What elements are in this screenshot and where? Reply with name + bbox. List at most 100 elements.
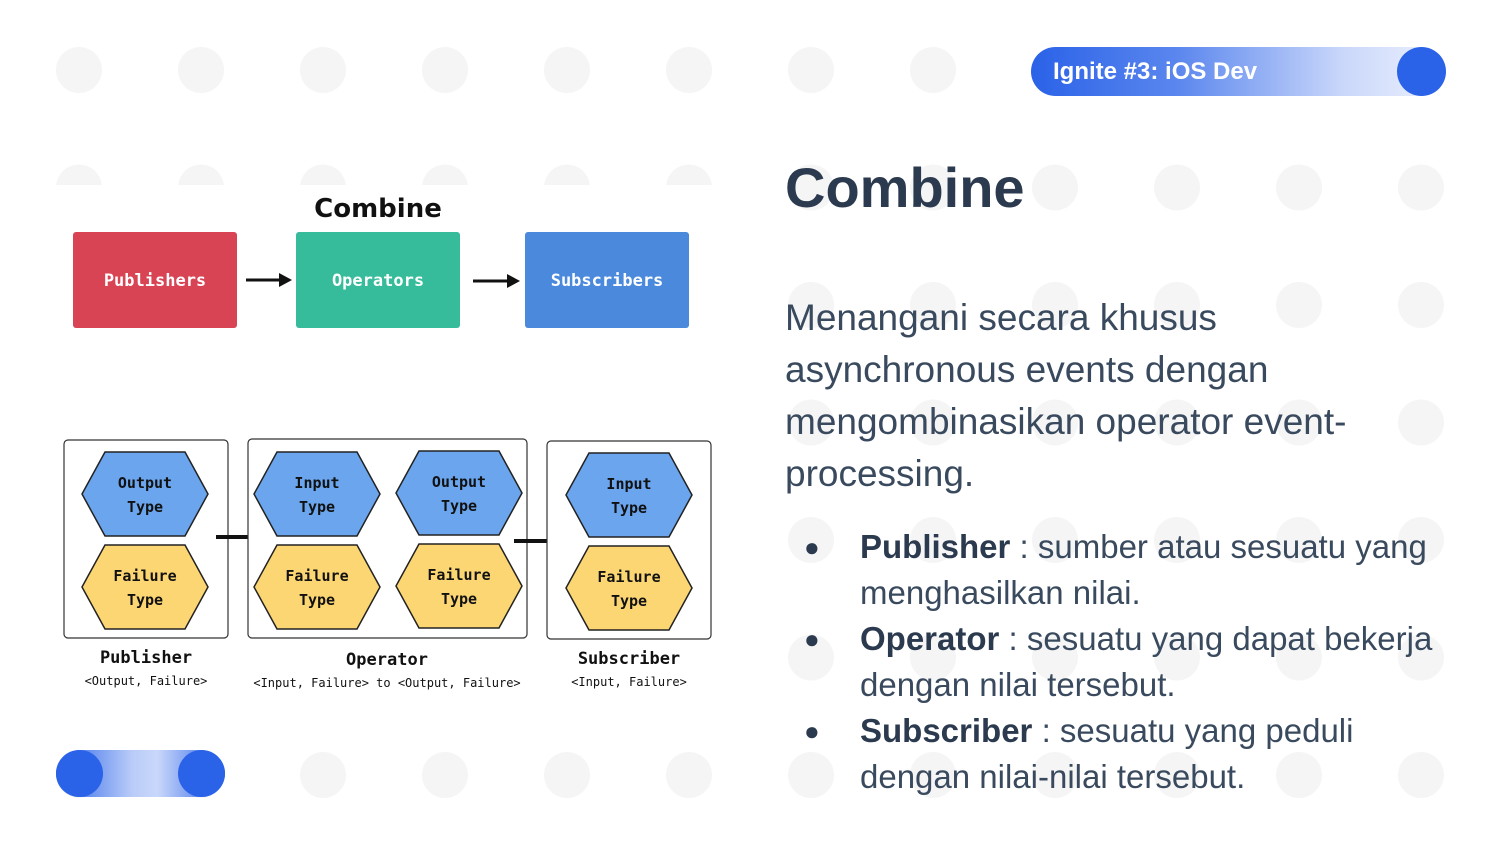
subscriber-input-hexagon bbox=[565, 452, 693, 538]
background-dot bbox=[1276, 634, 1322, 681]
background-dot bbox=[1276, 752, 1322, 798]
background-dot bbox=[910, 282, 956, 328]
bullet-dot-icon: ● bbox=[804, 532, 820, 562]
publisher-generic: <Output, Failure> bbox=[85, 674, 208, 688]
bullet-publisher: ● Publisher : sumber atau sesuatu yang me… bbox=[800, 524, 1440, 616]
flow-box-publishers bbox=[73, 232, 237, 328]
background-dot bbox=[1398, 282, 1444, 328]
pill-circle-icon bbox=[178, 750, 225, 797]
background-dot bbox=[544, 752, 590, 798]
diagram-title: Combine bbox=[314, 194, 442, 224]
background-dot bbox=[1398, 517, 1444, 563]
background-dot bbox=[1398, 634, 1444, 681]
subscriber-generic: <Input, Failure> bbox=[571, 675, 687, 689]
background-dot bbox=[1276, 399, 1322, 446]
background-dot bbox=[1398, 399, 1444, 446]
background-dot bbox=[56, 47, 102, 93]
background-dot bbox=[910, 47, 956, 93]
bullet-dot-icon: ● bbox=[804, 716, 820, 746]
background-dot bbox=[1276, 282, 1322, 328]
publisher-failure-hexagon bbox=[81, 544, 209, 630]
bullet-list: ● Publisher : sumber atau sesuatu yang me… bbox=[800, 524, 1440, 800]
flow-box-subscribers bbox=[525, 232, 689, 328]
operator-output-failure-hexagon bbox=[395, 543, 523, 629]
background-dot bbox=[178, 47, 224, 93]
badge-circle-icon bbox=[1397, 47, 1446, 96]
arrow-icon bbox=[246, 273, 292, 287]
slide-description: Menangani secara khusus asynchronous eve… bbox=[785, 297, 1347, 494]
operator-input-failure-hexagon bbox=[253, 544, 381, 630]
background-dot bbox=[1032, 752, 1078, 798]
background-dot bbox=[1032, 164, 1078, 211]
background-dot bbox=[1398, 752, 1444, 798]
background-dot bbox=[910, 634, 956, 681]
slide-title: Combine bbox=[785, 156, 1025, 219]
bullet-term: Publisher bbox=[860, 528, 1011, 565]
background-dot bbox=[1276, 164, 1322, 211]
background-dot bbox=[788, 47, 834, 93]
background-dot bbox=[1032, 399, 1078, 446]
background-dot bbox=[788, 399, 834, 446]
background-dot bbox=[1154, 282, 1200, 328]
bullet-text: : sumber atau sesuatu yang menghasilkan … bbox=[860, 528, 1427, 611]
background-dot bbox=[910, 399, 956, 446]
background-dot bbox=[788, 164, 834, 211]
background-dot bbox=[1154, 517, 1200, 563]
background-dot bbox=[1032, 634, 1078, 681]
background-dot bbox=[910, 517, 956, 563]
bullet-term: Subscriber bbox=[860, 712, 1033, 749]
background-dot bbox=[1032, 282, 1078, 328]
subscriber-failure-hexagon bbox=[565, 545, 693, 631]
background-dot bbox=[666, 47, 712, 93]
decorative-pill bbox=[56, 750, 225, 797]
publisher-name: Publisher bbox=[100, 648, 192, 668]
background-dot bbox=[422, 752, 468, 798]
operator-generic: <Input, Failure> to <Output, Failure> bbox=[253, 676, 520, 690]
event-badge-label: Ignite #3: iOS Dev bbox=[1053, 58, 1258, 85]
event-badge: Ignite #3: iOS Dev bbox=[1031, 47, 1446, 96]
background-dot bbox=[1398, 164, 1444, 211]
background-dot bbox=[788, 517, 834, 563]
background-dot bbox=[1154, 752, 1200, 798]
background-dot bbox=[1154, 164, 1200, 211]
background-dot bbox=[666, 752, 712, 798]
operator-output-hexagon bbox=[395, 450, 523, 536]
publisher-output-hexagon bbox=[81, 451, 209, 537]
background-dot bbox=[788, 634, 834, 681]
bullet-term: Operator bbox=[860, 620, 1000, 657]
flow-row: Publishers Operators Subscribers bbox=[73, 232, 689, 328]
bullet-text: : sesuatu yang peduli dengan nilai-nilai… bbox=[860, 712, 1354, 795]
bullet-operator: ● Operator : sesuatu yang dapat bekerja d… bbox=[800, 616, 1440, 708]
bullet-text: : sesuatu yang dapat bekerja dengan nila… bbox=[860, 620, 1433, 703]
background-dot bbox=[300, 47, 346, 93]
background-dot bbox=[1154, 634, 1200, 681]
background-dot bbox=[1032, 517, 1078, 563]
background-dot bbox=[544, 47, 590, 93]
background-dot bbox=[422, 47, 468, 93]
combine-diagram: Combine Publishers Operators Subscribers… bbox=[55, 185, 725, 705]
arrow-icon bbox=[473, 274, 520, 288]
background-dot bbox=[910, 164, 956, 211]
background-dot bbox=[788, 282, 834, 328]
background-dot bbox=[1154, 399, 1200, 446]
pill-circle-icon bbox=[56, 750, 103, 797]
background-dot bbox=[1276, 517, 1322, 563]
background-dot bbox=[788, 752, 834, 798]
flow-label-operators: Operators bbox=[332, 271, 424, 291]
background-dot bbox=[910, 752, 956, 798]
bullet-subscriber: ● Subscriber : sesuatu yang peduli dengan… bbox=[800, 708, 1440, 800]
flow-label-publishers: Publishers bbox=[104, 271, 206, 291]
flow-label-subscribers: Subscribers bbox=[551, 271, 664, 291]
bullet-dot-icon: ● bbox=[804, 624, 820, 654]
